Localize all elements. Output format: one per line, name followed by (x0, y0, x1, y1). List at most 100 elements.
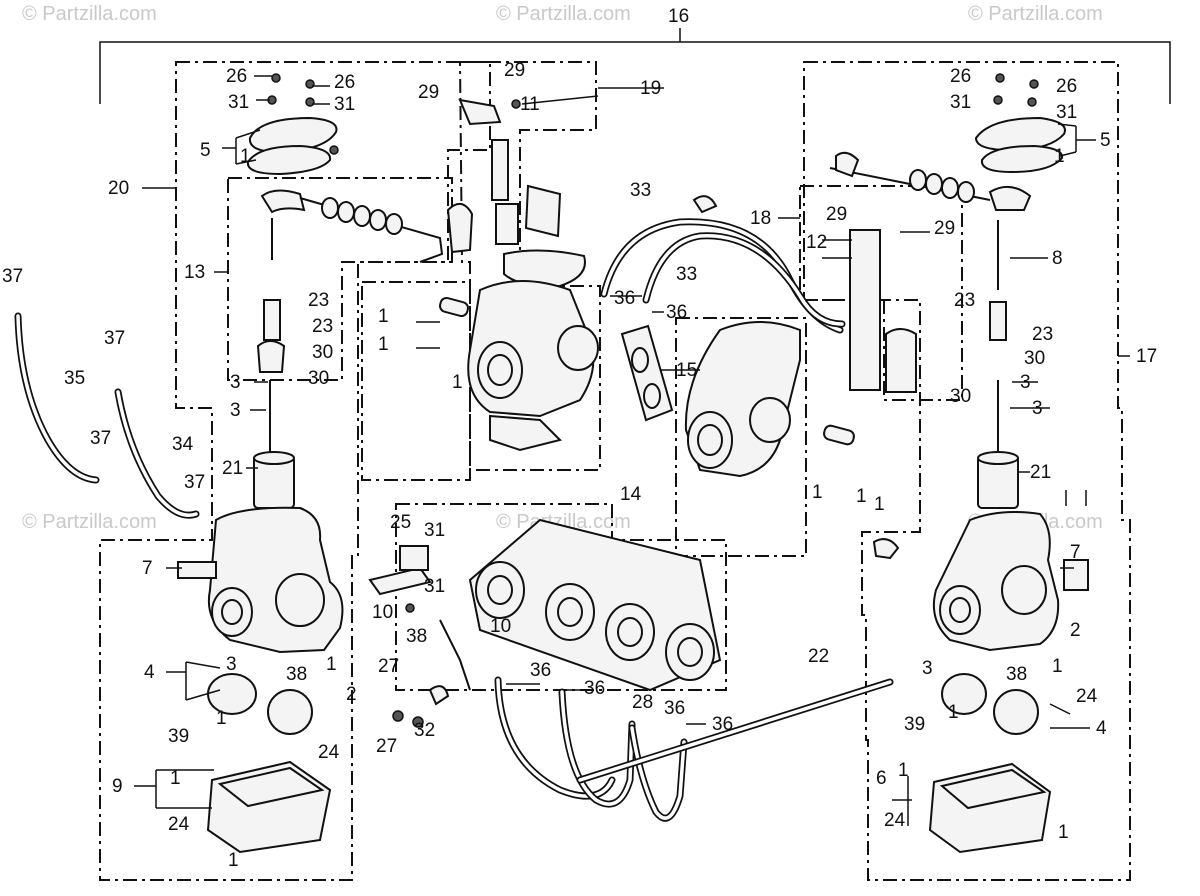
float-left (253, 451, 295, 509)
callout-24: 24 (168, 814, 190, 835)
carburetor-body-right (872, 511, 1089, 652)
carburetor-body-center-right (684, 321, 855, 478)
callout-1: 1 (856, 486, 867, 507)
fuel-line-22 (576, 678, 894, 784)
frame-left-carb (99, 61, 491, 881)
callout-23: 23 (954, 290, 975, 311)
callout-36: 36 (584, 678, 605, 699)
assembly-bracket-16 (99, 28, 1171, 104)
callout-1: 1 (216, 708, 227, 729)
vent-hose-34 (114, 388, 200, 519)
callout-18: 18 (750, 208, 771, 229)
intake-holder-14 (468, 518, 722, 692)
callout-3: 3 (230, 372, 241, 393)
callout-3: 3 (922, 658, 933, 679)
callout-38: 38 (406, 626, 427, 647)
callout-3: 3 (1032, 398, 1043, 419)
callout-24: 24 (1076, 686, 1098, 707)
callout-1: 1 (948, 702, 959, 723)
leader-lines (134, 75, 1130, 826)
callout-1: 1 (326, 654, 337, 675)
watermark: © Partzilla.com (968, 3, 1103, 25)
callout-1: 1 (452, 372, 463, 393)
callout-33: 33 (676, 264, 697, 285)
callout-23: 23 (312, 316, 333, 337)
jet-needle-left (256, 218, 286, 452)
callout-30: 30 (950, 386, 971, 407)
callout-6: 6 (876, 768, 887, 789)
callout-30: 30 (312, 342, 333, 363)
callout-7: 7 (1070, 542, 1081, 563)
callout-1: 1 (812, 482, 823, 503)
callout-38: 38 (1006, 664, 1027, 685)
carburetor-body-left (177, 506, 344, 654)
callout-37: 37 (104, 328, 125, 349)
callout-4: 4 (1096, 718, 1107, 739)
callout-1: 1 (1052, 656, 1063, 677)
callout-8: 8 (1052, 248, 1063, 269)
callout-27: 27 (378, 656, 399, 677)
callout-15: 15 (676, 360, 697, 381)
watermark: © Partzilla.com (22, 3, 157, 25)
callout-17: 17 (1136, 346, 1157, 367)
callout-31: 31 (1056, 102, 1077, 123)
frame-right-center-carb (675, 317, 807, 557)
watermark: © Partzilla.com (22, 511, 157, 533)
callout-1: 1 (1058, 822, 1069, 843)
callout-26: 26 (226, 66, 247, 87)
choke-linkage (368, 545, 471, 728)
callout-19: 19 (640, 78, 661, 99)
callout-30: 30 (1024, 348, 1045, 369)
callout-32: 32 (414, 720, 435, 741)
callout-37: 37 (90, 428, 111, 449)
carburetor-body-center-left (439, 280, 599, 452)
callout-36: 36 (666, 302, 687, 323)
callout-1: 1 (378, 306, 389, 327)
callout-31: 31 (424, 520, 445, 541)
callout-23: 23 (308, 290, 329, 311)
fuel-hoses (494, 676, 688, 822)
callout-38: 38 (286, 664, 307, 685)
choke-parts-top (458, 98, 586, 288)
callout-26: 26 (950, 66, 971, 87)
callout-34: 34 (172, 434, 194, 455)
callout-12: 12 (806, 232, 827, 253)
callout-29: 29 (504, 60, 525, 81)
vent-hose-35 (14, 312, 100, 484)
callout-labels: 16 19 17 20 18 14 22 26 26 31 31 5 1 13 … (2, 6, 1157, 871)
callout-13: 13 (184, 262, 205, 283)
callout-31: 31 (950, 92, 971, 113)
frame-left-inner (227, 177, 453, 381)
callout-31: 31 (228, 92, 249, 113)
jet-needle-right (849, 220, 1007, 452)
callout-30: 30 (308, 368, 329, 389)
frame-top-center (458, 61, 601, 471)
callout-10: 10 (490, 616, 511, 637)
callout-9: 9 (112, 776, 123, 797)
callout-24: 24 (884, 810, 906, 831)
gasket-15 (620, 324, 674, 422)
callout-35: 35 (64, 368, 85, 389)
callout-36: 36 (664, 698, 685, 719)
callout-7: 7 (142, 558, 153, 579)
callout-39: 39 (168, 726, 189, 747)
callout-26: 26 (334, 72, 355, 93)
callout-23: 23 (1032, 324, 1053, 345)
callout-25: 25 (390, 512, 411, 533)
top-cap-right (974, 73, 1066, 174)
callout-26: 26 (1056, 76, 1077, 97)
callout-14: 14 (620, 484, 642, 505)
callout-22: 22 (808, 646, 829, 667)
callout-21: 21 (222, 458, 243, 479)
top-cap-left (246, 73, 339, 176)
callout-31: 31 (424, 576, 445, 597)
callout-1: 1 (170, 768, 181, 789)
callout-36: 36 (614, 288, 635, 309)
float-bowl-left (206, 673, 332, 854)
callout-5: 5 (1100, 130, 1111, 151)
callout-5: 5 (200, 140, 211, 161)
callout-1: 1 (874, 494, 885, 515)
callout-39: 39 (904, 714, 925, 735)
callout-1: 1 (378, 334, 389, 355)
